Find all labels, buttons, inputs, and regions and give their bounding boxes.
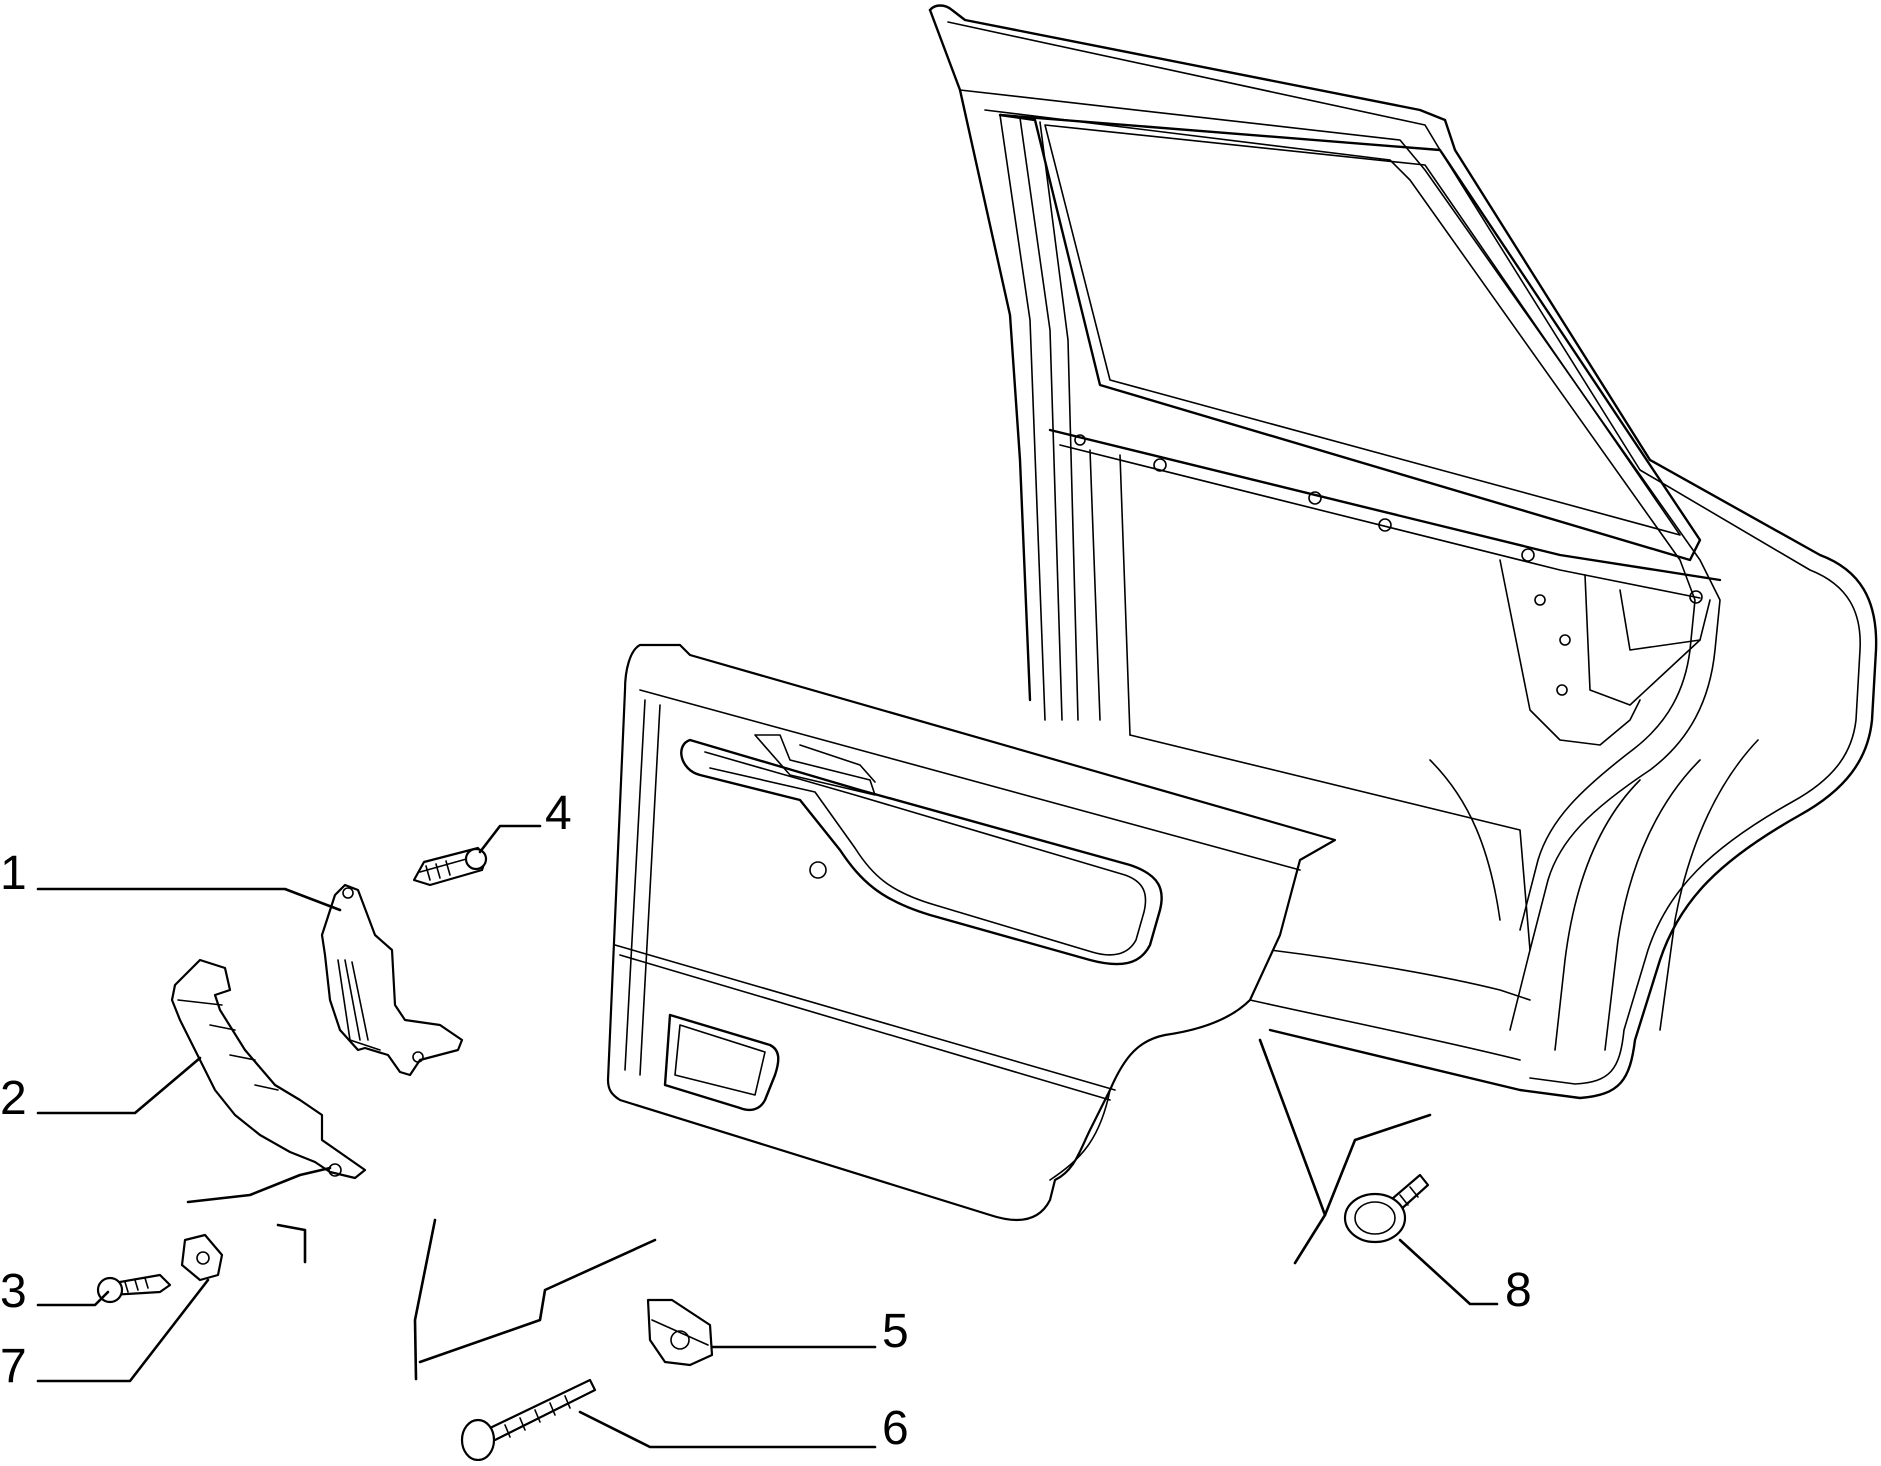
- callout-2: 2: [0, 1072, 27, 1125]
- leader-lines: [36, 824, 1499, 1449]
- group-bracket-lines-d: [418, 1238, 657, 1364]
- clip-nut-small: [180, 1233, 224, 1282]
- clip-nut: [646, 1298, 714, 1367]
- group-bracket-lines-f: [1323, 1113, 1432, 1217]
- door-trim-panel: [606, 643, 1337, 1222]
- group-bracket-lines-c: [413, 1218, 437, 1381]
- group-bracket-lines-b: [276, 1223, 307, 1264]
- door-pull-handle-bracket: [320, 883, 464, 1077]
- leader-line-4: [478, 824, 542, 854]
- group-bracket-lines-a: [186, 1166, 332, 1204]
- callout-4: 4: [545, 787, 572, 840]
- leader-line-2: [36, 1056, 202, 1115]
- leader-line-6: [578, 1410, 877, 1449]
- callout-6: 6: [882, 1402, 909, 1455]
- leader-line-3: [36, 1290, 110, 1307]
- trim-panel-push-fastener: [1343, 1173, 1430, 1244]
- door-pull-handle-cover: [170, 958, 367, 1180]
- callout-7: 7: [0, 1340, 27, 1393]
- callout-8: 8: [1505, 1264, 1532, 1317]
- self-tapping-screw: [96, 1273, 172, 1304]
- callout-5: 5: [882, 1305, 909, 1358]
- group-bracket-lines-e: [1258, 1038, 1327, 1265]
- callout-1: 1: [0, 847, 27, 900]
- callout-3: 3: [0, 1265, 27, 1318]
- handle-screw: [412, 846, 488, 887]
- leader-line-7: [36, 1278, 210, 1383]
- leader-line-8: [1398, 1238, 1499, 1306]
- rear-door-frame: [928, 4, 1878, 1100]
- leader-line-1: [36, 887, 342, 912]
- long-screw: [460, 1378, 597, 1462]
